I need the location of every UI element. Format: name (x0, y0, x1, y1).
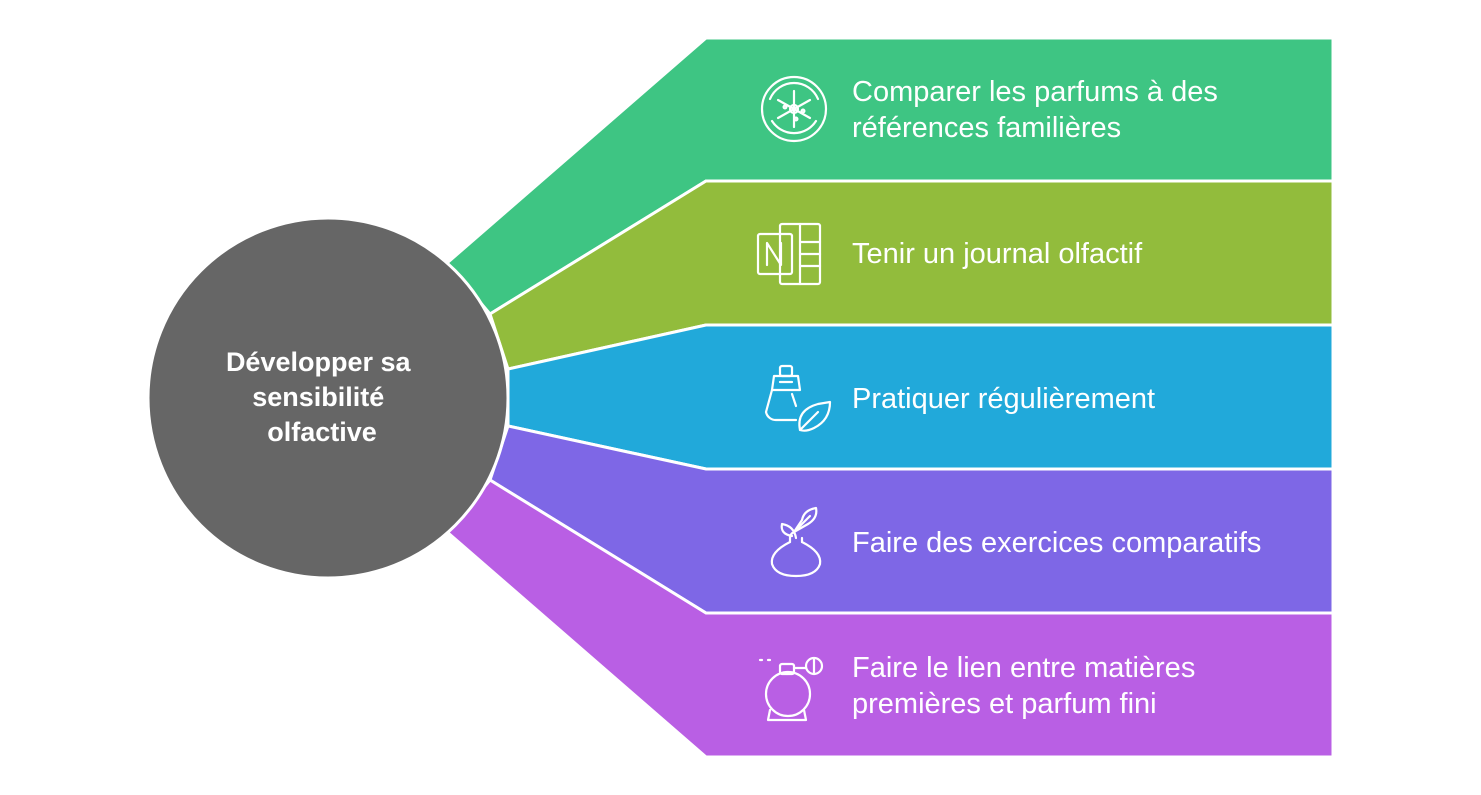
item-label-link: Faire le lien entre matières premières e… (852, 652, 1203, 720)
hub-title: Développer sa sensibilité olfactive (226, 347, 418, 447)
citrus-slice-icon (760, 75, 828, 143)
item-label-practice-line-1: Pratiquer régulièrement (852, 383, 1155, 415)
item-label-exercises-line-1: Faire des exercices comparatifs (852, 527, 1261, 559)
hub-title-line-3: olfactive (267, 417, 377, 447)
item-label-exercises: Faire des exercices comparatifs (852, 527, 1261, 559)
diffuser-leaf-icon (764, 364, 832, 432)
notebook-icon (756, 222, 822, 286)
hub-title-line-1: Développer sa (226, 347, 412, 377)
item-label-link-line-1: Faire le lien entre matières (852, 652, 1195, 684)
item-label-practice: Pratiquer régulièrement (852, 383, 1155, 415)
item-label-compare-line-2: références familières (852, 112, 1121, 144)
flower-vase-icon (770, 506, 822, 578)
item-label-journal: Tenir un journal olfactif (852, 238, 1143, 270)
item-label-link-line-2: premières et parfum fini (852, 688, 1157, 720)
perfume-bottle-icon (758, 656, 824, 722)
item-label-compare: Comparer les parfums à des références fa… (852, 76, 1226, 144)
item-label-journal-line-1: Tenir un journal olfactif (852, 238, 1143, 270)
item-label-compare-line-1: Comparer les parfums à des (852, 76, 1218, 108)
hub-title-line-2: sensibilité (252, 382, 384, 412)
hub-circle (146, 216, 510, 580)
branches (444, 36, 1335, 759)
